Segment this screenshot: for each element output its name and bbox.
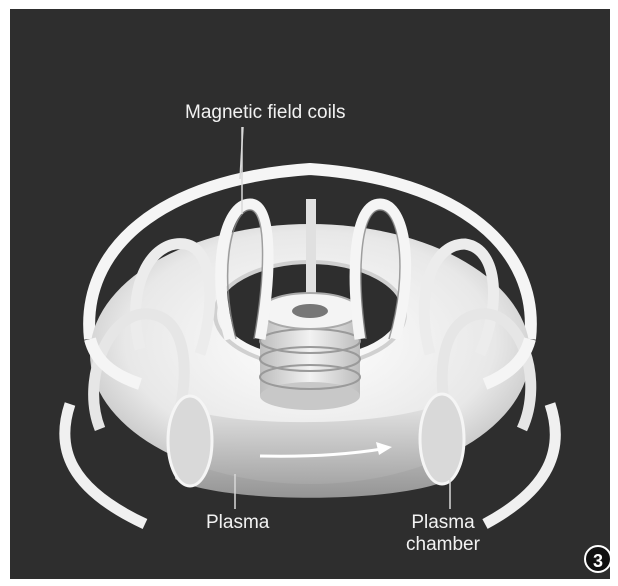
plasma-label: Plasma bbox=[206, 512, 269, 534]
plasma-chamber-label-line1: Plasma bbox=[393, 512, 493, 534]
plasma-chamber-label: Plasma chamber bbox=[393, 512, 493, 556]
diagram-frame: Magnetic field coils Plasma Plasma chamb… bbox=[10, 9, 610, 579]
magnetic-field-coils-label: Magnetic field coils bbox=[185, 102, 346, 124]
plasma-chamber-label-line2: chamber bbox=[393, 534, 493, 556]
figure-number-badge: 3 bbox=[584, 545, 610, 573]
plasma-section-left-face bbox=[168, 396, 212, 486]
central-solenoid bbox=[260, 293, 360, 410]
plasma-section-right-face bbox=[420, 394, 464, 484]
tokamak-diagram bbox=[10, 9, 610, 579]
